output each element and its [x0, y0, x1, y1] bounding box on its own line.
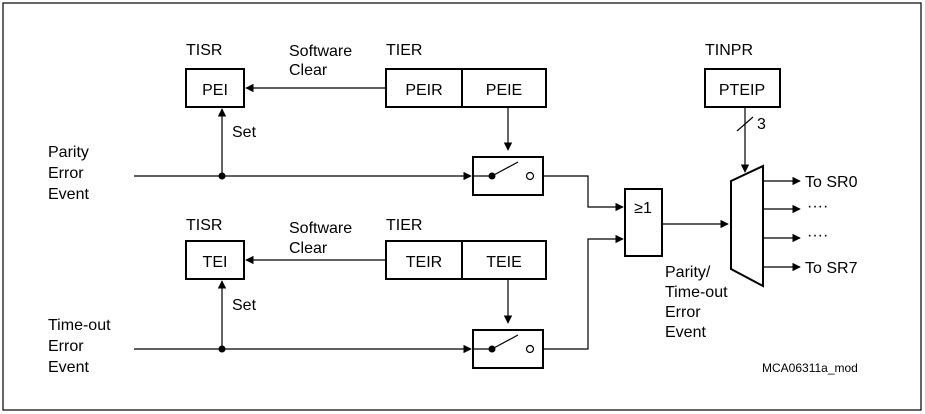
- tisr-label-lower: TISR: [186, 217, 222, 234]
- junction-dot-lower: [218, 345, 226, 353]
- teir-box: [385, 240, 463, 280]
- output-label-dots-1: ····: [807, 198, 828, 215]
- teie-text: TEIE: [486, 254, 522, 271]
- or-gate-box: [624, 188, 663, 257]
- event-label-lower-1: Time-out: [48, 317, 111, 334]
- peie-box: [461, 68, 547, 108]
- tier-label-lower: TIER: [386, 217, 422, 234]
- pteip-box: [704, 68, 781, 108]
- event-label-upper-1: Parity: [48, 144, 89, 161]
- clear-label-upper: Clear: [289, 62, 328, 79]
- tei-flag-text: TEI: [203, 254, 228, 271]
- clear-label-lower: Clear: [289, 240, 328, 257]
- output-event-label-2: Time-out: [665, 284, 728, 301]
- output-label-sr7: To SR7: [805, 260, 858, 277]
- peir-box: [385, 68, 463, 108]
- figure-id: MCA06311a_mod: [762, 361, 858, 375]
- teir-text: TEIR: [406, 254, 442, 271]
- output-event-label-1: Parity/: [665, 264, 711, 281]
- junction-dot-upper: [218, 172, 226, 180]
- event-label-upper-3: Event: [48, 186, 89, 203]
- switch-blade-lower: [491, 334, 519, 350]
- switch-output-lower: [543, 234, 624, 350]
- peir-text: PEIR: [405, 82, 442, 99]
- switch-blade-upper: [491, 161, 519, 177]
- switch-contact-upper: [525, 171, 535, 181]
- switch-output-upper: [543, 175, 624, 212]
- tisr-label-upper: TISR: [186, 42, 222, 59]
- tei-flag-box: [185, 240, 245, 280]
- event-label-upper-2: Error: [48, 165, 84, 182]
- bus-width-slash: [736, 116, 754, 132]
- set-label-lower: Set: [232, 297, 257, 314]
- tinpr-label: TINPR: [705, 42, 753, 59]
- output-event-label-3: Error: [665, 304, 701, 321]
- output-label-dots-2: ····: [807, 227, 828, 244]
- event-label-lower-2: Error: [48, 338, 84, 355]
- pei-flag-box: [185, 68, 245, 108]
- tier-label-upper: TIER: [386, 42, 422, 59]
- or-gate-symbol: ≥1: [634, 200, 652, 217]
- output-event-label-4: Event: [665, 324, 706, 341]
- teie-box: [461, 240, 547, 280]
- demultiplexer: [730, 164, 764, 288]
- bus-width-label: 3: [757, 116, 766, 133]
- pteip-text: PTEIP: [719, 82, 765, 99]
- pei-flag-text: PEI: [202, 82, 228, 99]
- software-label-lower: Software: [289, 220, 352, 237]
- event-label-lower-3: Event: [48, 359, 89, 376]
- switch-contact-lower: [525, 344, 535, 354]
- software-label-upper: Software: [289, 43, 352, 60]
- output-label-sr0: To SR0: [805, 174, 858, 191]
- set-label-upper: Set: [232, 124, 257, 141]
- peie-text: PEIE: [486, 82, 522, 99]
